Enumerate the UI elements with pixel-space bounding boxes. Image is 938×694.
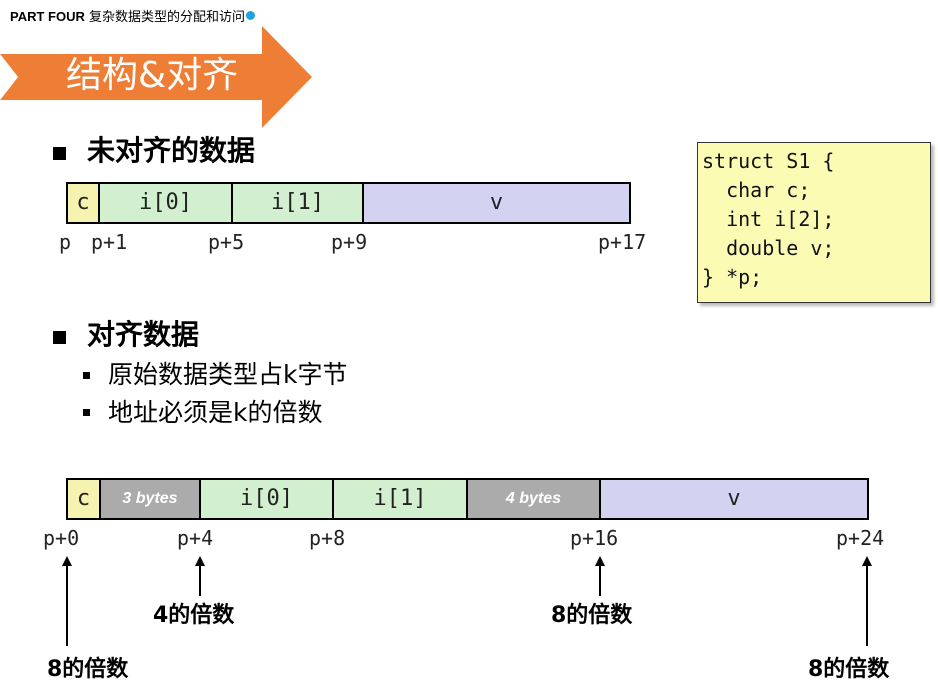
- arrow-up-icon: [195, 556, 205, 566]
- code-line: } *p;: [702, 265, 763, 289]
- multiple-label: 8的倍数: [47, 657, 129, 682]
- arrow-line: [599, 564, 601, 596]
- cell-v: v: [601, 480, 867, 518]
- cell-padding-4: 4 bytes: [468, 480, 601, 518]
- part-label: PART FOUR: [10, 9, 85, 24]
- address-label: p+17: [598, 230, 647, 254]
- unaligned-layout: c i[0] i[1] v: [66, 182, 631, 224]
- cell-padding-3: 3 bytes: [101, 480, 201, 518]
- dot-icon: [246, 11, 256, 20]
- section-heading-unaligned: 未对齐的数据: [87, 134, 256, 167]
- bullet-square-icon: [53, 331, 66, 344]
- header-subtitle: 复杂数据类型的分配和访问: [89, 10, 246, 25]
- bullet-text: 地址必须是k的倍数: [108, 398, 323, 427]
- address-label: p+5: [208, 230, 245, 254]
- arrow-line: [66, 564, 68, 646]
- arrow-line: [199, 564, 201, 596]
- code-line: char c;: [702, 178, 811, 202]
- arrow-line: [866, 564, 868, 646]
- arrow-up-icon: [862, 556, 872, 566]
- section-heading-aligned: 对齐数据: [87, 318, 200, 351]
- code-line: int i[2];: [702, 207, 835, 231]
- aligned-layout: c 3 bytes i[0] i[1] 4 bytes v: [66, 478, 869, 520]
- struct-code-box: struct S1 { char c; int i[2]; double v; …: [697, 142, 931, 303]
- cell-c: c: [68, 480, 101, 518]
- cell-v: v: [364, 184, 629, 222]
- cell-i1: i[1]: [233, 184, 364, 222]
- bullet-text: 原始数据类型占k字节: [108, 360, 348, 389]
- arrow-up-icon: [62, 556, 72, 566]
- bullet-small-icon: [83, 372, 90, 379]
- address-label: p+4: [177, 526, 214, 550]
- address-label: p+24: [836, 526, 885, 550]
- cell-i0: i[0]: [100, 184, 233, 222]
- code-line: struct S1 {: [702, 149, 835, 173]
- multiple-label: 8的倍数: [551, 603, 633, 628]
- cell-i1: i[1]: [334, 480, 468, 518]
- arrow-up-icon: [595, 556, 605, 566]
- address-label: p+1: [91, 230, 128, 254]
- address-label: p+8: [309, 526, 346, 550]
- header: PART FOUR 复杂数据类型的分配和访问: [10, 6, 256, 25]
- multiple-label: 4的倍数: [153, 603, 235, 628]
- multiple-label: 8的倍数: [808, 657, 890, 682]
- banner-title: 结构&对齐: [66, 55, 239, 96]
- code-line: double v;: [702, 236, 835, 260]
- address-label: p+16: [570, 526, 619, 550]
- address-label: p+0: [43, 526, 80, 550]
- bullet-small-icon: [83, 409, 90, 416]
- cell-c: c: [68, 184, 100, 222]
- cell-i0: i[0]: [201, 480, 334, 518]
- bullet-square-icon: [53, 147, 66, 160]
- address-label: p+9: [331, 230, 368, 254]
- banner-arrow: [0, 26, 312, 128]
- address-label: p: [59, 230, 72, 254]
